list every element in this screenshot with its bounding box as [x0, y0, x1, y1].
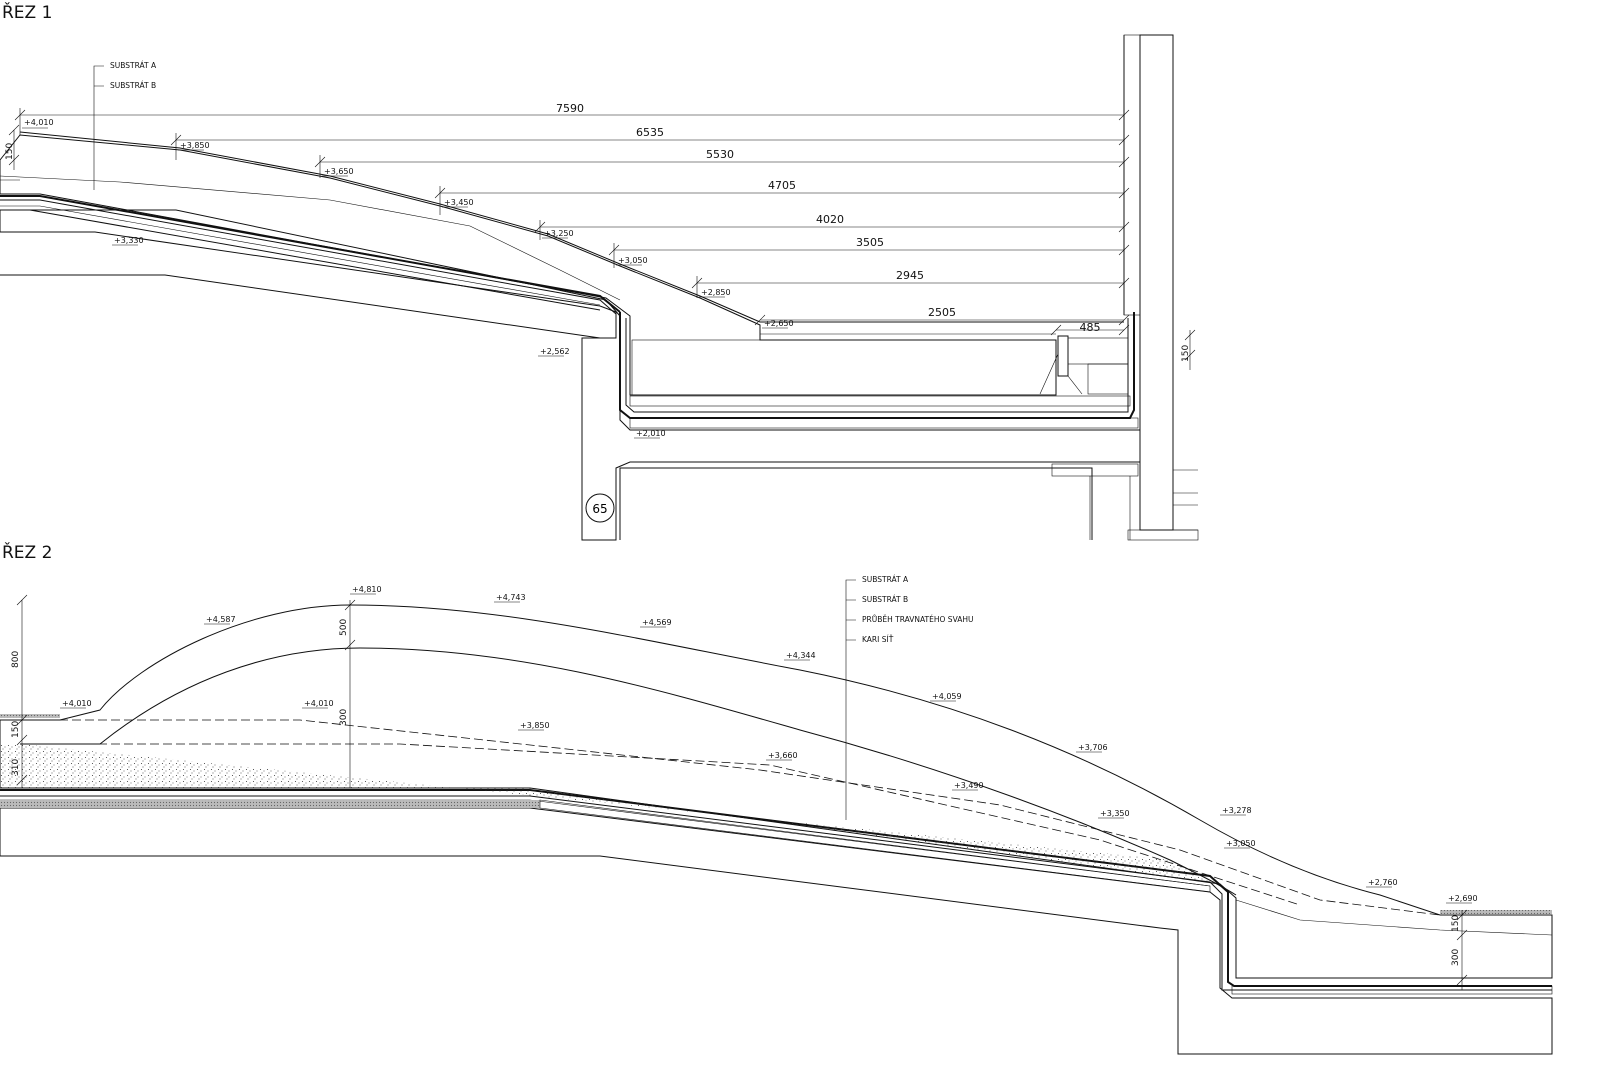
- vdim-310: 310: [11, 759, 21, 776]
- vdim-150-left: 150: [5, 143, 15, 160]
- dim-6535: 6535: [636, 126, 664, 139]
- vdim-500: 500: [339, 619, 349, 636]
- concrete-structure-2: [0, 807, 1553, 1055]
- dim-2945: 2945: [896, 269, 924, 282]
- legend2-kari-mesh: KARI SÍŤ: [862, 635, 894, 644]
- level-3850: +3,850: [180, 141, 210, 150]
- vdim-150-s2: 150: [11, 721, 21, 738]
- level2-4010: +4,010: [62, 699, 92, 708]
- level-3250: +3,250: [544, 229, 574, 238]
- level2-4810: +4,810: [352, 585, 382, 594]
- detail-marker-label: 65: [592, 502, 607, 516]
- level2-3660: +3,660: [768, 751, 798, 760]
- vdim-150-right: 150: [1181, 345, 1191, 362]
- substrate-a: [0, 134, 1057, 396]
- vdim-800: 800: [11, 651, 21, 668]
- level-3050: +3,050: [618, 256, 648, 265]
- level2-4587: +4,587: [206, 615, 236, 624]
- level2-3706: +3,706: [1078, 743, 1108, 752]
- level-2010: +2,010: [636, 429, 666, 438]
- dim-5530: 5530: [706, 148, 734, 161]
- level-4010: +4,010: [24, 118, 54, 127]
- legend2-substrate-a: SUBSTRÁT A: [862, 575, 909, 584]
- level2-inner-4010: +4,010: [304, 699, 334, 708]
- dim-7590: 7590: [556, 102, 584, 115]
- dim-4020: 4020: [816, 213, 844, 226]
- dim-lines-section1: [14, 108, 1130, 336]
- level2-4569: +4,569: [642, 618, 672, 627]
- substrate-b-inner: [20, 647, 1237, 896]
- level2-2690: +2,690: [1448, 894, 1478, 903]
- concrete-structure: [0, 209, 1141, 541]
- legend2-substrate-b: SUBSTRÁT B: [862, 595, 908, 604]
- level2-2760: +2,760: [1368, 878, 1398, 887]
- level2-4344: +4,344: [786, 651, 816, 660]
- vdim-300-s2-right: 300: [1451, 949, 1461, 966]
- detail-marker-circle: [585, 493, 615, 523]
- dim-485: 485: [1080, 321, 1101, 334]
- level2-4743: +4,743: [496, 593, 526, 602]
- level-2650: +2,650: [764, 319, 794, 328]
- level-2562: +2,562: [540, 347, 570, 356]
- level-2850: +2,850: [701, 288, 731, 297]
- dim-4705: 4705: [768, 179, 796, 192]
- vdim-150-s2-right: 150: [1451, 915, 1461, 932]
- level-3450: +3,450: [444, 198, 474, 207]
- legend2-grass-slope: PRŮBĚH TRAVNATÉHO SVAHU: [862, 615, 973, 624]
- level-3330: +3,330: [114, 236, 144, 245]
- level-marks-section1: [22, 127, 788, 439]
- level2-4059: +4,059: [932, 692, 962, 701]
- dim-3505: 3505: [856, 236, 884, 249]
- level2-3490: +3,490: [954, 781, 984, 790]
- section2-title: ŘEZ 2: [2, 541, 52, 563]
- legend1-substrate-a: SUBSTRÁT A: [110, 61, 157, 70]
- level2-3278: +3,278: [1222, 806, 1252, 815]
- section1-title: ŘEZ 1: [2, 1, 52, 23]
- legend1-substrate-b: SUBSTRÁT B: [110, 81, 156, 90]
- right-wall: [1139, 34, 1174, 531]
- level-3650: +3,650: [324, 167, 354, 176]
- vdim-300: 300: [339, 709, 349, 726]
- level2-3850: +3,850: [520, 721, 550, 730]
- substrate-mound: [0, 604, 1553, 979]
- level2-3050: +3,050: [1226, 839, 1256, 848]
- dim-2505: 2505: [928, 306, 956, 319]
- level2-3350: +3,350: [1100, 809, 1130, 818]
